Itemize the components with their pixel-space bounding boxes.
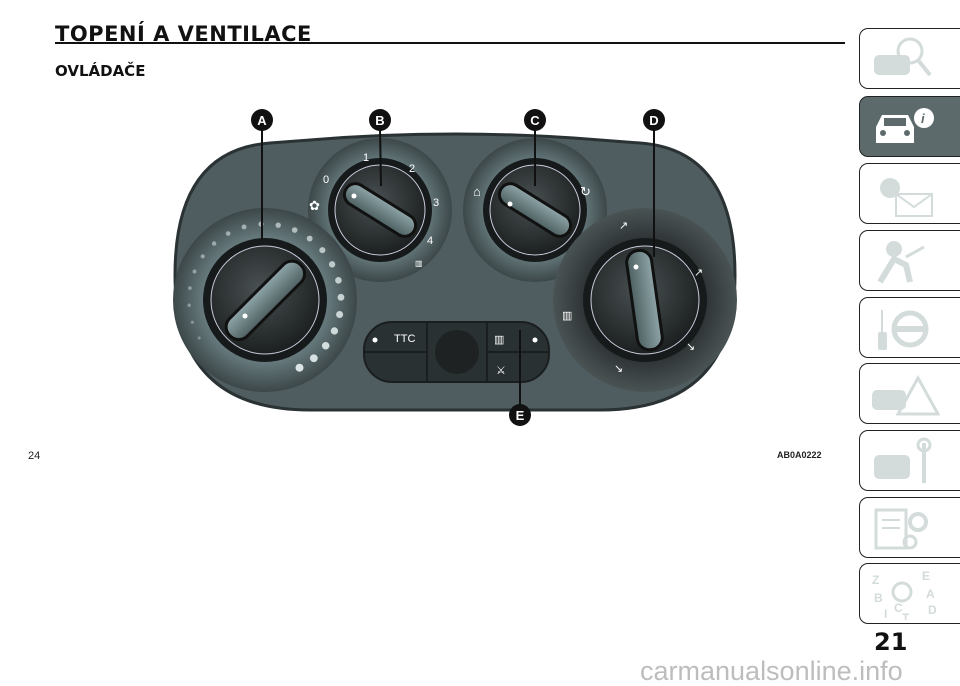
folio-number: 21 [874, 628, 908, 656]
fan-speed-4: 4 [427, 235, 433, 247]
vent-feet-windscreen-icon: ↘ [614, 363, 623, 375]
air-distribution-knob-d[interactable] [553, 208, 737, 392]
temperature-scale-dot [295, 363, 304, 372]
temperature-scale-dot [225, 231, 231, 236]
fan-speed-2: 2 [409, 163, 415, 175]
tab-car-search[interactable] [859, 28, 960, 89]
svg-text:i: i [921, 111, 925, 126]
tab-maintenance[interactable] [859, 430, 960, 491]
vent-feet-icon: ↘ [686, 341, 695, 353]
vent-face-icon: ↗ [619, 220, 628, 232]
svg-text:A: A [926, 587, 935, 601]
temperature-scale-dot [197, 336, 201, 340]
fan-speed-1: 1 [363, 152, 369, 164]
callout-b: B [375, 113, 384, 128]
figure-code: AB0A0222 [777, 450, 822, 460]
fan-speed-3: 3 [433, 197, 439, 209]
temperature-scale-dot [241, 224, 247, 230]
climate-control-diagram: 0 1 2 3 4 ✿ ▥ ⌂ ↻ ↗ ↗ ↘ ↘ ▥ [173, 109, 737, 426]
tab-car-info[interactable]: i [859, 96, 960, 157]
warning-light-message-icon [880, 178, 933, 217]
key-steering-wheel-icon [878, 310, 929, 350]
section-subtitle: OVLÁDAČE [55, 62, 146, 80]
callout-e: E [516, 408, 525, 423]
airbag-seatbelt-icon [877, 241, 925, 284]
windscreen-defrost-icon: ▥ [562, 310, 572, 322]
rear-defrost-button[interactable]: ▥ [494, 334, 538, 346]
vent-face-feet-icon: ↗ [694, 267, 703, 279]
sensor-grille [435, 330, 479, 374]
defrost-icon: ▥ [415, 259, 423, 268]
title-rule [55, 42, 845, 44]
watermark: carmanualsonline.info [640, 656, 903, 686]
temperature-scale-dot [291, 227, 298, 233]
svg-text:Z: Z [872, 573, 879, 587]
temperature-scale-dot [309, 354, 318, 363]
temperature-scale-dot [321, 341, 330, 350]
temperature-knob-a[interactable] [173, 208, 357, 392]
temperature-scale-dot [200, 254, 205, 259]
recirculation-icon: ↻ [580, 184, 591, 199]
temperature-scale-dot [188, 286, 192, 290]
temperature-scale-dot [330, 327, 339, 335]
ttc-button[interactable]: TTC [372, 333, 416, 345]
passenger-airbag-off-button[interactable]: ⚔ [496, 365, 506, 377]
car-wrench-icon [874, 437, 932, 483]
callout-d: D [649, 113, 658, 128]
tab-technical-data[interactable] [859, 497, 960, 558]
callout-a: A [257, 113, 267, 128]
temperature-scale-dot [335, 277, 342, 284]
svg-text:I: I [884, 607, 887, 620]
svg-text:C: C [894, 601, 903, 615]
temperature-scale-dot [192, 269, 197, 274]
tab-safety[interactable] [859, 230, 960, 291]
svg-text:T: T [902, 611, 910, 620]
car-search-icon [874, 37, 932, 77]
page-number: 24 [28, 450, 41, 462]
outside-air-icon: ⌂ [473, 184, 481, 199]
tab-emergency[interactable] [859, 363, 960, 424]
temperature-scale-dot [187, 303, 191, 308]
svg-text:B: B [874, 591, 883, 605]
temperature-scale-dot [190, 320, 194, 324]
rear-defrost-icon: ▥ [494, 334, 504, 346]
fan-speed-knob-b[interactable] [308, 138, 452, 282]
specs-gears-icon [874, 508, 928, 550]
fan-speed-0: 0 [323, 174, 329, 186]
temperature-scale-dot [328, 261, 336, 268]
temperature-scale-dot [319, 247, 326, 254]
temperature-scale-dot [275, 222, 281, 228]
ttc-button-label: TTC [394, 333, 415, 345]
temperature-scale-dot [336, 310, 344, 319]
temperature-scale-dot [337, 293, 345, 301]
tab-warning-lights[interactable] [859, 163, 960, 224]
car-warning-triangle-icon [872, 374, 940, 416]
car-info-icon: i [876, 108, 934, 143]
fan-icon: ✿ [309, 198, 320, 213]
tab-starting-driving[interactable] [859, 297, 960, 358]
temperature-scale-dot [211, 241, 217, 246]
svg-text:E: E [922, 570, 930, 583]
svg-text:D: D [928, 603, 937, 617]
callout-c: C [530, 113, 540, 128]
temperature-scale-dot [306, 235, 313, 242]
